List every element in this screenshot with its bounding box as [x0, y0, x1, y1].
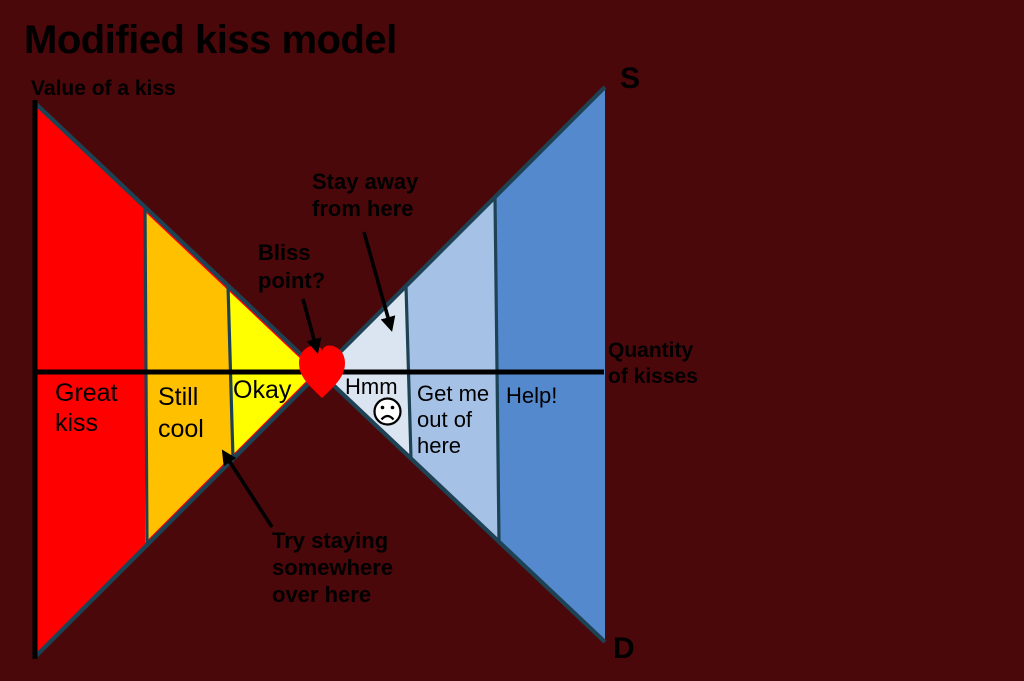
segment-still-cool	[145, 207, 233, 547]
segment-label-still-cool-line1: Still	[158, 383, 198, 411]
segment-label-get-me-out-line2: out of	[417, 407, 473, 432]
demand-curve-label: D	[613, 632, 635, 665]
heart-icon	[299, 345, 345, 398]
try-staying-arrow	[221, 449, 274, 528]
stay-away-label-line2: from here	[312, 196, 413, 221]
try-staying-label-line2: somewhere	[272, 555, 393, 580]
try-staying-label-line1: Try staying	[272, 528, 388, 553]
bliss-point-arrow	[301, 298, 322, 354]
demand-red-edge	[35, 106, 321, 377]
segment-label-great-kiss-line2: kiss	[55, 409, 98, 437]
segment-label-get-me-out-line1: Get me	[417, 381, 489, 406]
x-axis-label-line1: Quantity	[608, 339, 693, 362]
segment-label-help: Help!	[506, 383, 557, 408]
segment-great-kiss	[35, 103, 145, 657]
segment-label-still-cool-line2: cool	[158, 415, 204, 443]
x-axis-label-line2: of kisses	[608, 365, 698, 388]
segment-divider	[493, 196, 501, 542]
sad-face-icon	[373, 397, 402, 426]
segment-help	[495, 87, 605, 642]
segment-divider	[143, 206, 149, 548]
segment-label-get-me-out-line3: here	[417, 433, 461, 458]
bliss-point-label-line1: Bliss	[258, 240, 311, 265]
stay-away-arrow	[362, 231, 396, 332]
bliss-point-label-line2: point?	[258, 268, 325, 293]
segment-label-great-kiss-line1: Great	[55, 379, 118, 407]
segment-get-me-out	[406, 197, 499, 542]
stay-away-label-line1: Stay away	[312, 169, 419, 194]
supply-curve-label: S	[620, 62, 640, 95]
segment-label-okay: Okay	[233, 376, 292, 404]
segment-label-hmm: Hmm	[345, 374, 398, 399]
page-title: Modified kiss model	[24, 18, 397, 62]
try-staying-label-line3: over here	[272, 582, 371, 607]
y-axis-label: Value of a kiss	[31, 77, 176, 100]
